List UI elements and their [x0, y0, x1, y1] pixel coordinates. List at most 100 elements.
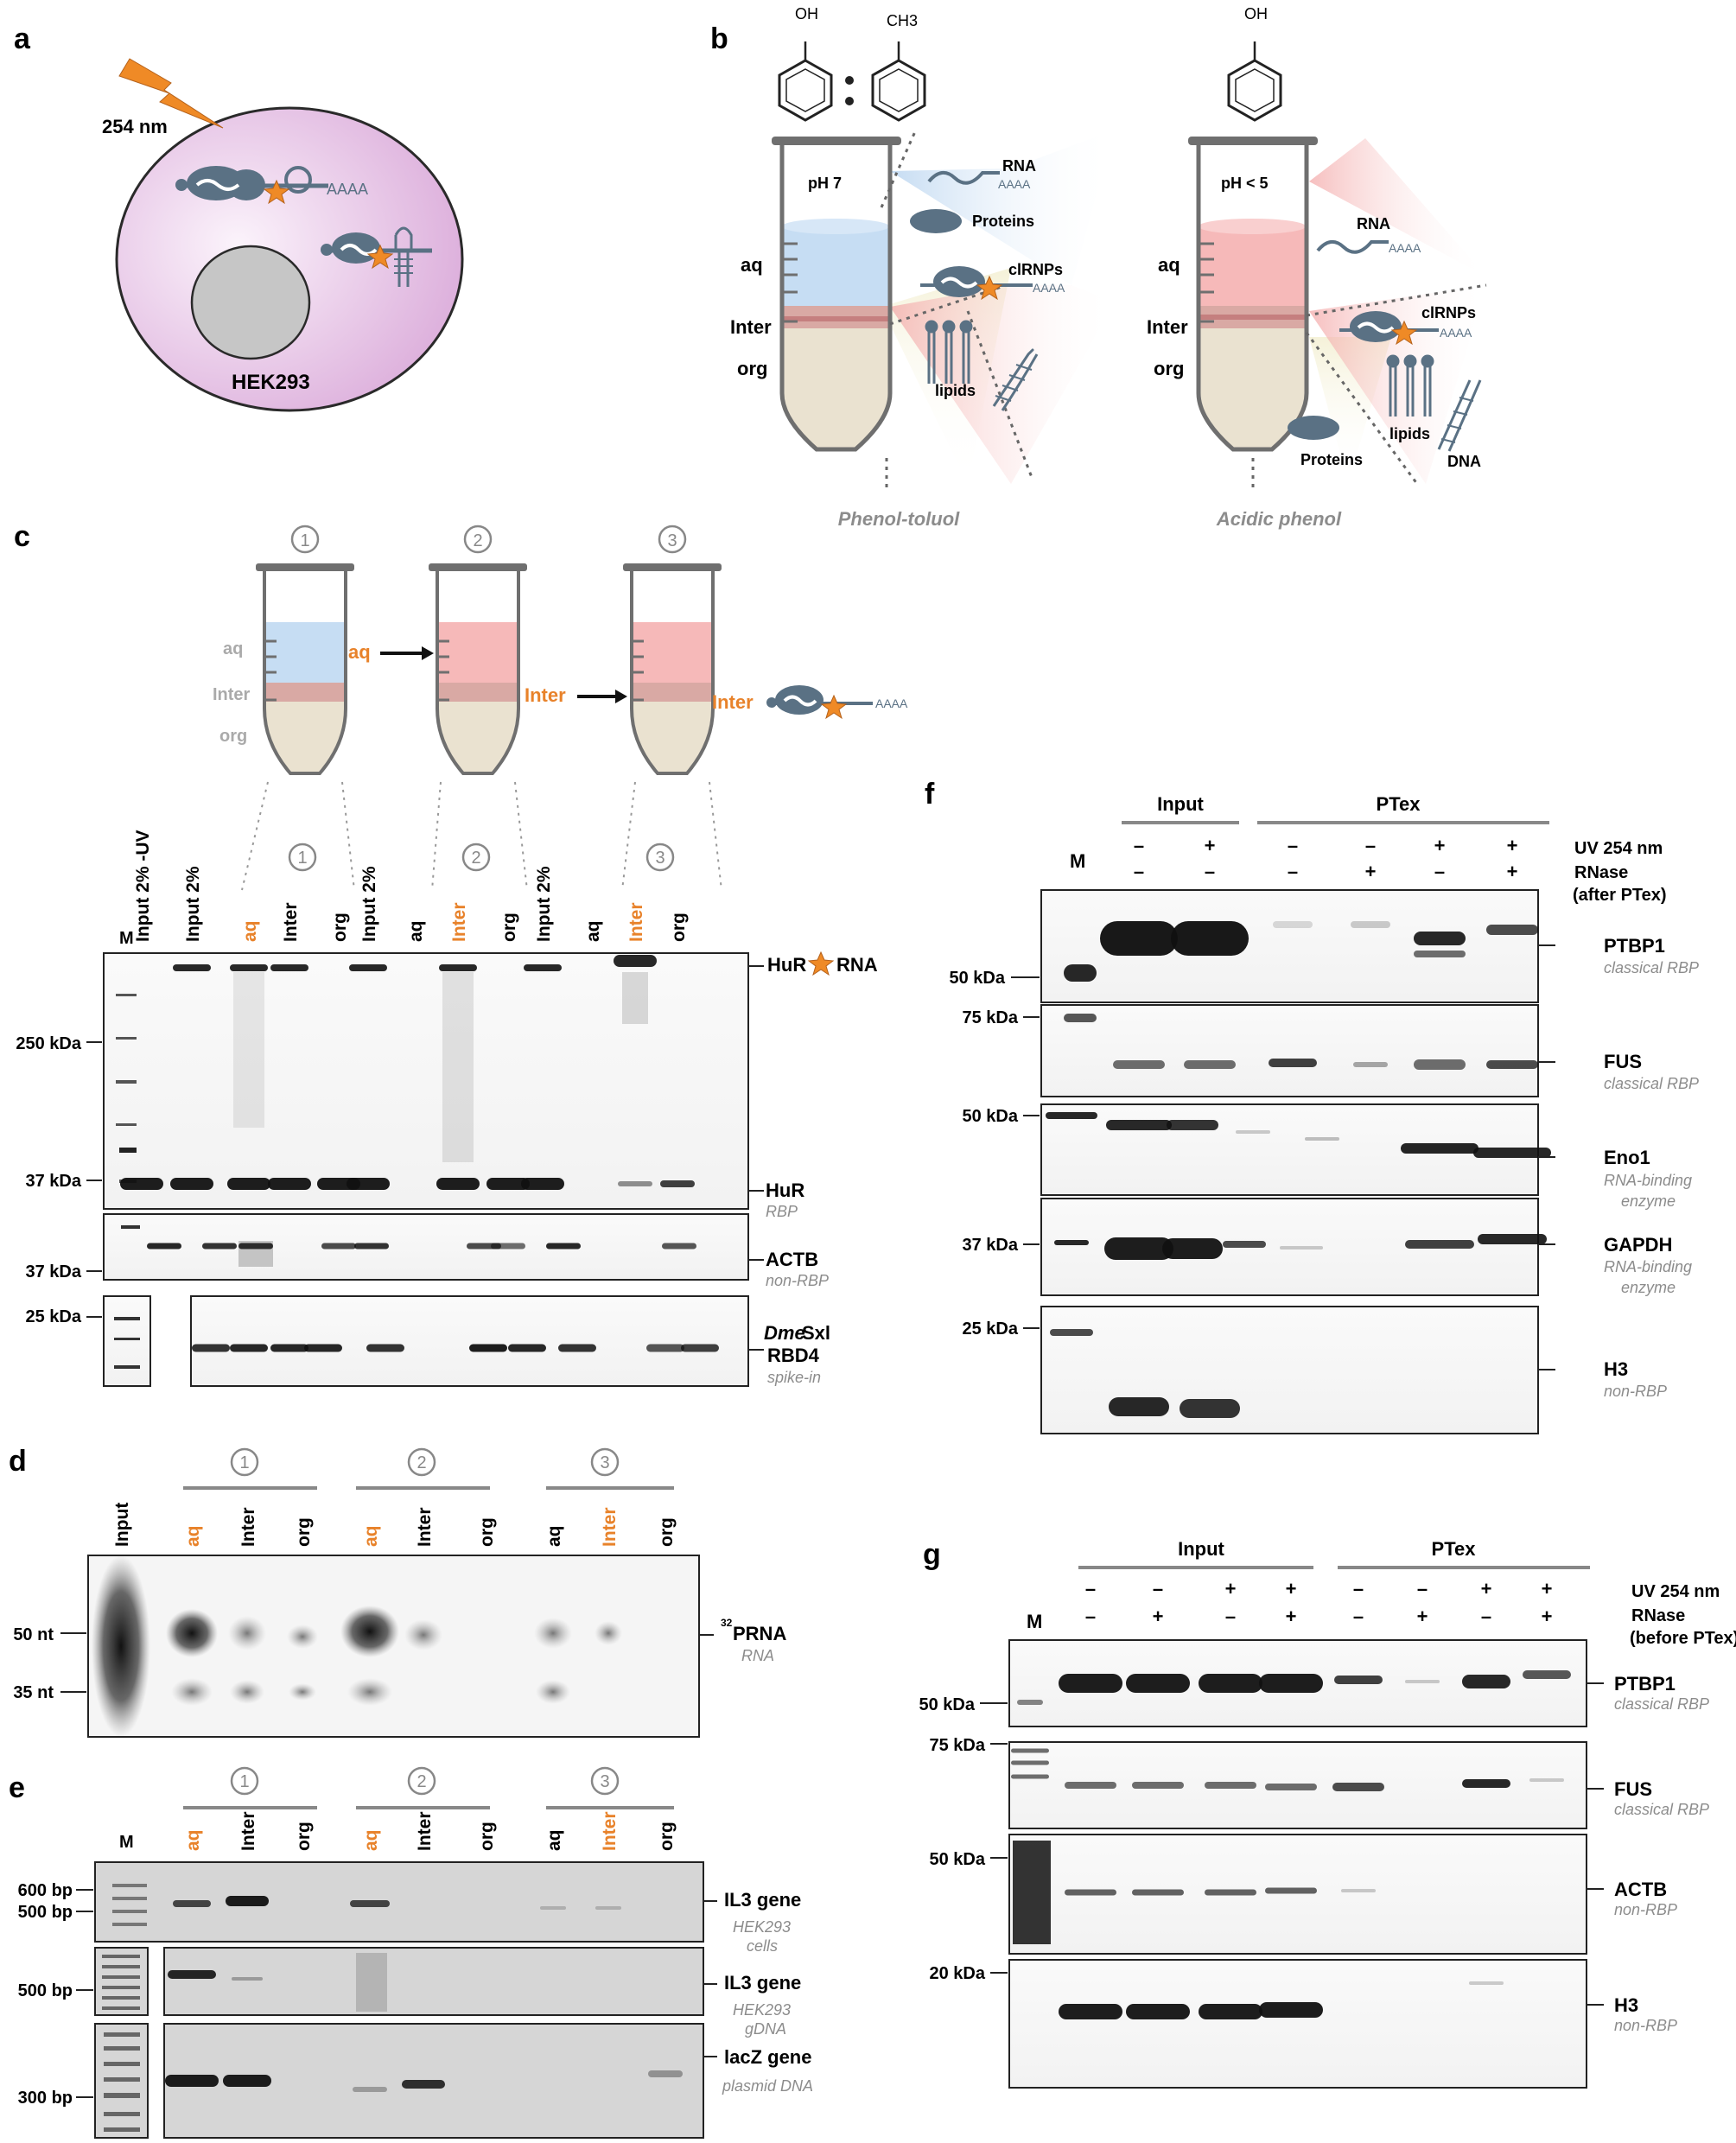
band-hur [120, 1178, 163, 1190]
band-ptbp1 [1171, 921, 1249, 956]
lane-label: aq [583, 920, 603, 942]
band-hur [170, 1178, 213, 1190]
band-il3 [226, 1896, 269, 1906]
group-input-f: Input [1157, 793, 1204, 815]
lane-label: aq [183, 1525, 203, 1547]
band-actb [238, 1243, 273, 1250]
band-hur-rna [524, 964, 562, 971]
lane-label: Inter [415, 1507, 435, 1547]
band-hur [436, 1178, 480, 1190]
cell-line-label: HEK293 [232, 371, 310, 394]
nucleus [190, 245, 311, 360]
band-eno1 [1305, 1137, 1339, 1141]
panel-letter-e: e [9, 1771, 25, 1804]
band-h3 [1469, 1981, 1504, 1985]
band-fus [1065, 1782, 1116, 1789]
band-lacz [223, 2075, 271, 2087]
il3-gene-label: IL3 gene [724, 1889, 801, 1911]
prna-label: PRNA [733, 1623, 786, 1644]
uv-sign: + [1481, 1578, 1492, 1599]
band-sxl [230, 1344, 268, 1352]
band-fus [1462, 1779, 1510, 1788]
lane-label: Inter [449, 902, 469, 942]
wavelength-label: 254 nm [102, 116, 168, 137]
inter-label-left: Inter [730, 316, 772, 338]
marker-band [1064, 1014, 1097, 1022]
band-fus [1205, 1782, 1256, 1789]
rna-spot [166, 1609, 218, 1657]
lane-group-numbers-c: 1 2 3 [288, 843, 675, 872]
treatment-signs-g: –––++–++–––++–++ [1085, 1578, 1553, 1627]
proteins-label-left: Proteins [972, 213, 1034, 230]
group-input-g: Input [1178, 1538, 1224, 1560]
band-h3 [1109, 1397, 1169, 1416]
marker-band [1011, 1774, 1049, 1779]
band-hur [347, 1178, 390, 1190]
lane-label: Inter [626, 902, 646, 942]
lane-label: Inter [600, 1507, 620, 1547]
band-h3 [1259, 2002, 1323, 2018]
aq-label-left: aq [741, 254, 763, 276]
band-sxl [508, 1344, 546, 1352]
fus-sub-f: classical RBP [1604, 1075, 1699, 1092]
lane-label: aq [361, 1829, 381, 1851]
band-actb [1205, 1889, 1256, 1896]
group-ptex-f: PTex [1377, 793, 1421, 815]
marker-lane-label-f: M [1070, 850, 1085, 872]
lane-group-numbers-d: 1 2 3 [183, 1447, 674, 1490]
poly-a-tail-label: AAAA [327, 181, 368, 198]
band-ptbp1 [1414, 951, 1466, 957]
band-actb [321, 1243, 356, 1250]
lane-label: org [669, 913, 689, 942]
toluene-structure: CH3 [871, 12, 926, 122]
band-fus [1113, 1060, 1165, 1069]
panel-letter-a: a [14, 22, 31, 55]
lane-label: aq [361, 1525, 381, 1547]
band-gapdh [1162, 1238, 1223, 1259]
band-hur-rna [439, 964, 477, 971]
uv-sign: – [1353, 1578, 1364, 1599]
lipids-label-left: lipids [935, 382, 976, 399]
blot-fus-f [1040, 1004, 1539, 1097]
il3-gdna-label: IL3 gene [724, 1972, 801, 1994]
band-il3 [173, 1900, 211, 1907]
band-hur [486, 1178, 530, 1190]
actb-sub-g: non-RBP [1614, 1901, 1677, 1918]
band-hur [227, 1178, 270, 1190]
band-ptbp1 [1334, 1676, 1383, 1684]
gapdh-sub1-f: RNA-binding [1604, 1258, 1692, 1275]
band-ptbp1 [1273, 921, 1313, 928]
aq-label-right: aq [1158, 254, 1180, 276]
h3-sub-g: non-RBP [1614, 2017, 1677, 2034]
h3-label-g: H3 [1614, 1994, 1638, 2016]
lane-label: Inter [415, 1811, 435, 1851]
panel-letter-f: f [925, 778, 935, 811]
clrnp-hairpin-icon [321, 226, 432, 287]
group-number: 2 [471, 849, 480, 868]
kda-label: 37 kDa [26, 1172, 82, 1191]
lane-label: aq [544, 1829, 564, 1851]
uv-sign: + [1225, 1578, 1237, 1599]
rna-label-c: RNA [836, 954, 878, 976]
ptbp1-sub-f: classical RBP [1604, 959, 1699, 976]
polya-right: AAAA [1389, 241, 1421, 255]
lane-group-numbers-e: 1 2 3 [183, 1766, 674, 1809]
band-lacz [402, 2080, 445, 2089]
lane-label: org [330, 913, 350, 942]
kda-label: 50 kDa [950, 969, 1006, 988]
step1-inter-label: Inter [213, 685, 251, 704]
uv-sign: – [1365, 835, 1376, 856]
final-inter-label: Inter [712, 691, 754, 713]
lane-label: org [477, 1517, 497, 1547]
band-actb [354, 1243, 389, 1250]
group-number: 1 [239, 1772, 249, 1791]
eno1-label-f: Eno1 [1604, 1147, 1650, 1168]
kda-label: 75 kDa [930, 1736, 986, 1755]
kda-label: 50 kDa [930, 1850, 986, 1869]
uv-sign: – [1085, 1578, 1096, 1599]
rna-spot [171, 1678, 213, 1706]
step-number-3: 3 [667, 531, 677, 550]
uv-sign: – [1153, 1578, 1163, 1599]
band-lacz [165, 2075, 219, 2087]
